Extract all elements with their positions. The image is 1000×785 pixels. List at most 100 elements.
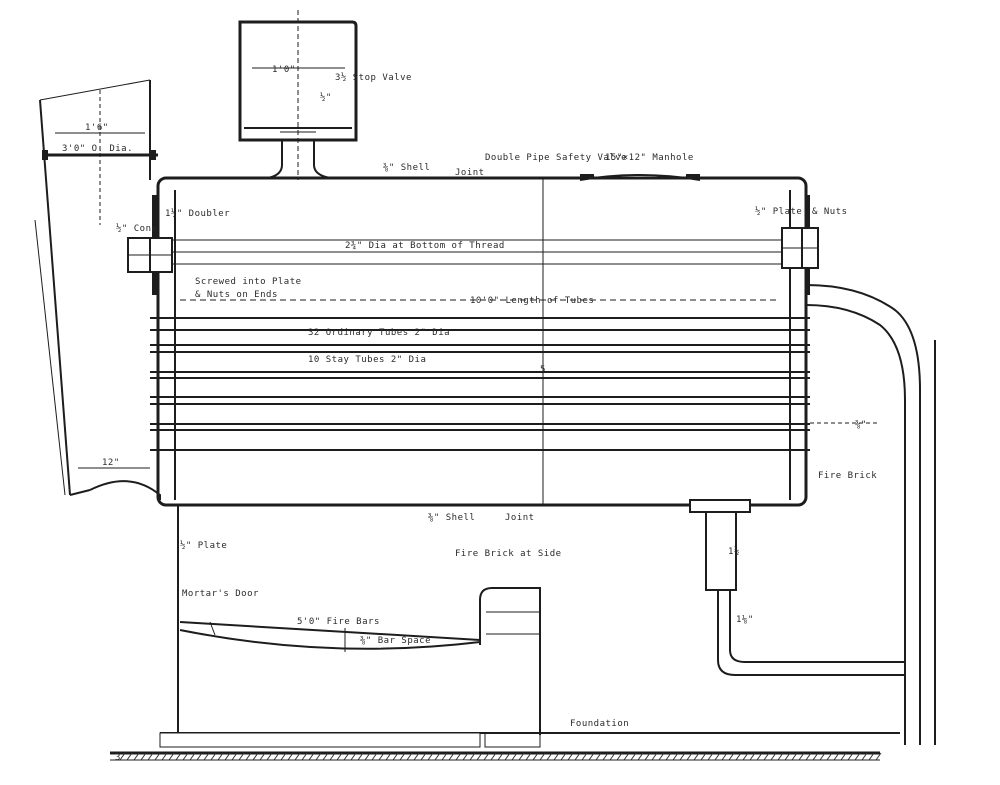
hatch-stroke: [672, 752, 679, 761]
hatch-stroke: [126, 752, 133, 761]
hatch-stroke: [350, 752, 357, 761]
hatch-stroke: [399, 752, 406, 761]
hatch-stroke: [721, 752, 728, 761]
hatch-stroke: [770, 752, 777, 761]
hatch-stroke: [266, 752, 273, 761]
center-mark-label: 5: [540, 365, 546, 375]
hatch-stroke: [133, 752, 140, 761]
stay-nuts-front: [127, 237, 173, 273]
hatch-stroke: [728, 752, 735, 761]
hatch-stroke: [385, 752, 392, 761]
hatch-stroke: [245, 752, 252, 761]
hatch-stroke: [231, 752, 238, 761]
hatch-stroke: [413, 752, 420, 761]
hatch-stroke: [714, 752, 721, 761]
hatch-stroke: [567, 752, 574, 761]
hatch-stroke: [483, 752, 490, 761]
hatch-stroke: [595, 752, 602, 761]
hatch-stroke: [301, 752, 308, 761]
hatch-stroke: [735, 752, 742, 761]
hatch-stroke: [798, 752, 805, 761]
hatch-stroke: [749, 752, 756, 761]
hatch-stroke: [546, 752, 553, 761]
hatch-stroke: [574, 752, 581, 761]
hatch-stroke: [861, 752, 868, 761]
outlet-width-label: 1'0": [272, 65, 296, 75]
hatch-stroke: [812, 752, 819, 761]
hatch-stroke: [147, 752, 154, 761]
front-collar-label: ½" Cone: [116, 223, 157, 234]
hatch-stroke: [490, 752, 497, 761]
rear-plate-label: ½" Plate: [755, 206, 802, 217]
hatch-stroke: [840, 752, 847, 761]
hatch-stroke: [637, 752, 644, 761]
shell-top-label: ⅜" Shell: [383, 163, 430, 173]
hatch-stroke: [609, 752, 616, 761]
hatch-stroke: [329, 752, 336, 761]
plain-tubes-label: 32 Ordinary Tubes 2" Dia: [308, 328, 450, 338]
hatch-stroke: [665, 752, 672, 761]
blowoff-dia-label: 1½: [728, 546, 740, 557]
hatch-stroke: [658, 752, 665, 761]
hatch-stroke: [707, 752, 714, 761]
hatch-stroke: [210, 752, 217, 761]
hatch-stroke: [791, 752, 798, 761]
tube-bank: [150, 239, 810, 451]
hatch-stroke: [371, 752, 378, 761]
hatch-stroke: [693, 752, 700, 761]
hatch-stroke: [189, 752, 196, 761]
hatch-stroke: [847, 752, 854, 761]
nuts-note-label: & Nuts on Ends: [195, 290, 278, 300]
hatch-stroke: [497, 752, 504, 761]
hatch-stroke: [826, 752, 833, 761]
plate-lower-label: ½" Plate: [180, 540, 227, 551]
hatch-stroke: [378, 752, 385, 761]
mortars-door-label: Mortar's Door: [182, 589, 259, 599]
hatch-stroke: [294, 752, 301, 761]
hatch-stroke: [252, 752, 259, 761]
hatch-stroke: [196, 752, 203, 761]
ground-note-label: Foundation: [570, 719, 629, 729]
hatch-stroke: [588, 752, 595, 761]
hatch-stroke: [203, 752, 210, 761]
hatch-stroke: [343, 752, 350, 761]
hatch-stroke: [763, 752, 770, 761]
hatch-stroke: [686, 752, 693, 761]
hatch-stroke: [504, 752, 511, 761]
screwed-stays-label: Screwed into Plate: [195, 277, 302, 287]
hatch-stroke: [175, 752, 182, 761]
chimney-width-label: 1'6": [85, 123, 109, 133]
blowoff-dim-label: 1⅛": [736, 615, 754, 625]
hatch-stroke: [560, 752, 567, 761]
hatch-stroke: [406, 752, 413, 761]
stop-valve-label: 3½ Stop Valve: [335, 72, 412, 83]
hatch-stroke: [742, 752, 749, 761]
hatch-stroke: [525, 752, 532, 761]
outlet-thick-label: ½": [320, 92, 332, 103]
hatch-stroke: [616, 752, 623, 761]
hatch-stroke: [756, 752, 763, 761]
hatch-stroke: [805, 752, 812, 761]
scale-mark-label: 3: [115, 753, 121, 763]
hatch-stroke: [819, 752, 826, 761]
shell-bottom-label: ⅜" Shell: [428, 513, 475, 523]
hatch-stroke: [364, 752, 371, 761]
hatch-stroke: [875, 752, 882, 761]
manhole-label: 15"×12" Manhole: [605, 153, 694, 163]
fire-brick-flue-label: Fire Brick: [818, 471, 877, 481]
rear-flue: [805, 284, 936, 745]
hatch-stroke: [287, 752, 294, 761]
chimney: [34, 79, 161, 500]
chimney-od-label: 3'0" O. Dia.: [62, 144, 133, 154]
hatch-stroke: [651, 752, 658, 761]
hatch-stroke: [868, 752, 875, 761]
hatch-stroke: [168, 752, 175, 761]
hatch-stroke: [532, 752, 539, 761]
hatch-stroke: [784, 752, 791, 761]
steam-dome: [238, 10, 358, 180]
safety-valve-label: Double Pipe Safety Valve: [485, 153, 627, 163]
stay-dia-label: 2¾" Dia at Bottom of Thread: [345, 241, 505, 251]
hatch-stroke: [462, 752, 469, 761]
feed-dim-label: ⅜": [855, 420, 867, 430]
